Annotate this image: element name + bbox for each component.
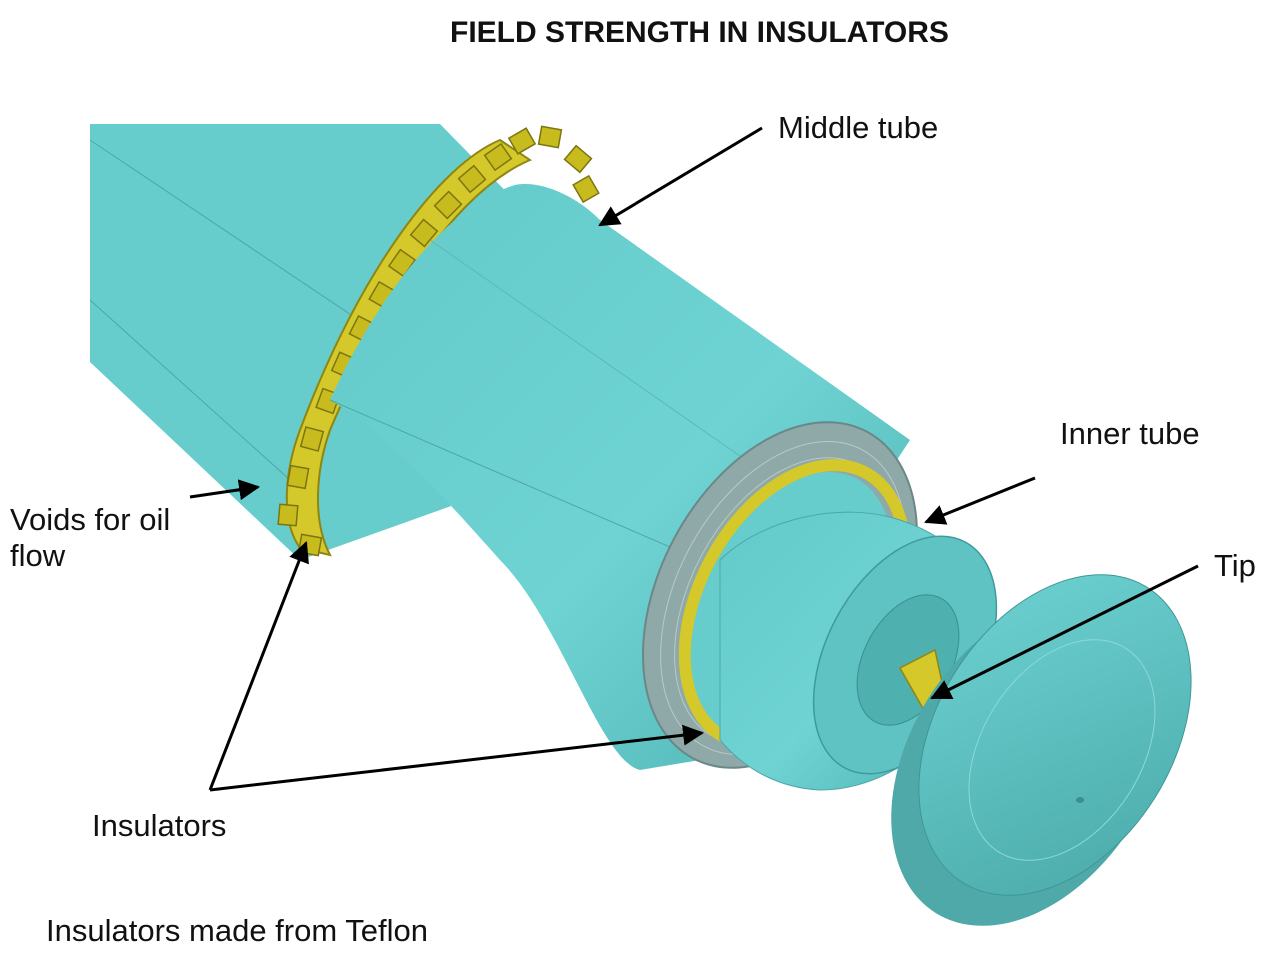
label-voids-line2: flow: [10, 538, 66, 573]
arrow-insulator-inner: [209, 724, 705, 792]
label-tip: Tip: [1214, 548, 1256, 583]
annotation-arrows: [189, 126, 1199, 792]
label-middle-tube: Middle tube: [778, 110, 939, 145]
note-text: Insulators made from Teflon: [46, 913, 428, 948]
arrow-tip: [930, 564, 1199, 700]
label-inner-tube: Inner tube: [1060, 416, 1200, 451]
arrow-middle-tube: [598, 126, 763, 227]
label-voids: Voids for oil flow: [10, 502, 210, 574]
label-insulators: Insulators: [92, 808, 227, 843]
label-voids-line1: Voids for oil: [10, 502, 171, 537]
arrow-voids: [189, 479, 261, 501]
page-title: FIELD STRENGTH IN INSULATORS: [450, 16, 949, 49]
arrow-inner-tube: [924, 476, 1036, 525]
arrow-insulator-outer: [208, 541, 309, 791]
cap-disk: [891, 574, 1192, 926]
